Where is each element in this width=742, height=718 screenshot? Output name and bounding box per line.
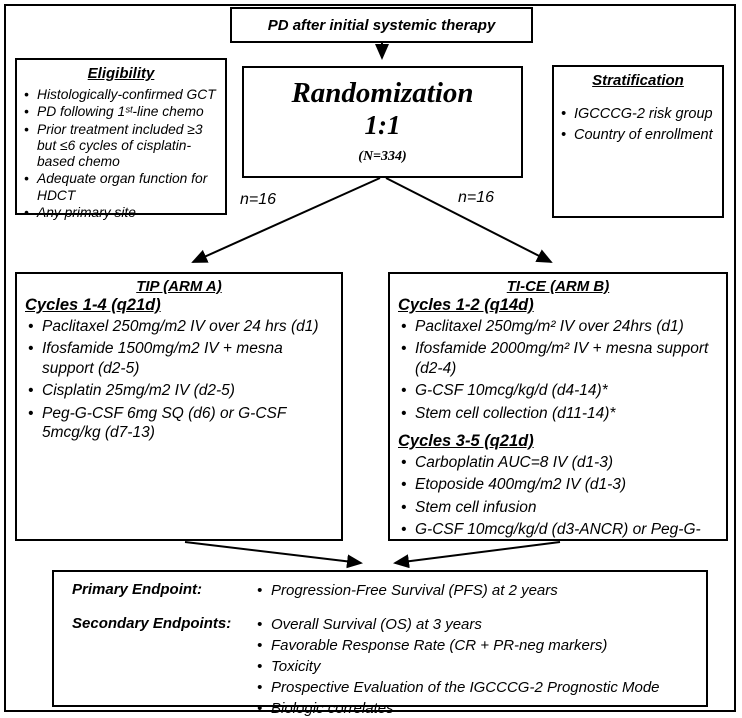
arm-b-item: Stem cell infusion bbox=[398, 498, 718, 518]
arm-a-item: Cisplatin 25mg/m2 IV (d2-5) bbox=[25, 381, 333, 401]
arm-a-title: TIP (ARM A) bbox=[136, 278, 222, 295]
arm-b-cycles1-heading: Cycles 1-2 (q14d) bbox=[398, 296, 534, 314]
arm-b-item: Ifosfamide 2000mg/m² IV + mesna support … bbox=[398, 339, 718, 378]
arm-b-cycles1-list: Paclitaxel 250mg/m² IV over 24hrs (d1) I… bbox=[398, 317, 718, 423]
secondary-endpoints-label: Secondary Endpoints: bbox=[72, 615, 232, 633]
arm-a-item: Ifosfamide 1500mg/m2 IV + mesna support … bbox=[25, 339, 333, 378]
eligibility-item: Any primary site bbox=[21, 205, 221, 222]
branch-label-left: n=16 bbox=[240, 191, 277, 208]
eligibility-list: Histologically-confirmed GCT PD followin… bbox=[21, 87, 221, 221]
arm-b-item: G-CSF 10mcg/kg/d (d4-14)* bbox=[398, 381, 718, 401]
stratification-list: IGCCCG-2 risk group Country of enrollmen… bbox=[558, 105, 718, 145]
stratification-item: IGCCCG-2 risk group bbox=[558, 105, 718, 124]
arm-a-box: TIP (ARM A) Cycles 1-4 (q21d) Paclitaxel… bbox=[15, 272, 343, 541]
stratification-item: Country of enrollment bbox=[558, 126, 718, 145]
eligibility-item: Prior treatment included ≥3 but ≤6 cycle… bbox=[21, 122, 221, 171]
eligibility-box: Eligibility Histologically-confirmed GCT… bbox=[15, 58, 227, 221]
arm-a-list: Paclitaxel 250mg/m2 IV over 24 hrs (d1) … bbox=[25, 317, 333, 442]
arm-a-item: Paclitaxel 250mg/m2 IV over 24 hrs (d1) bbox=[25, 317, 333, 337]
stratification-title: Stratification bbox=[592, 72, 684, 89]
eligibility-title: Eligibility bbox=[87, 65, 155, 82]
eligibility-item: Adequate organ function for HDCT bbox=[21, 171, 221, 204]
arm-b-title: TI-CE (ARM B) bbox=[506, 278, 610, 295]
randomization-ratio: 1:1 bbox=[364, 109, 401, 140]
randomization-box: Randomization 1:1 (N=334) bbox=[242, 66, 523, 178]
arm-b-item: Carboplatin AUC=8 IV (d1-3) bbox=[398, 453, 718, 473]
eligibility-item: PD following 1ˢᵗ-line chemo bbox=[21, 104, 221, 121]
secondary-endpoint-item: Toxicity bbox=[257, 657, 660, 676]
endpoints-box: Primary Endpoint: Progression-Free Survi… bbox=[52, 570, 708, 718]
pd-box: PD after initial systemic therapy bbox=[230, 7, 533, 43]
primary-endpoint-row: Primary Endpoint: Progression-Free Survi… bbox=[72, 581, 700, 602]
pd-box-label: PD after initial systemic therapy bbox=[267, 16, 496, 34]
arm-b-cycles2-list: Carboplatin AUC=8 IV (d1-3) Etoposide 40… bbox=[398, 453, 718, 539]
arm-b-cycles2-heading: Cycles 3-5 (q21d) bbox=[398, 431, 534, 450]
branch-label-right: n=16 bbox=[458, 189, 495, 206]
secondary-endpoint-item: Biologic correlates bbox=[257, 699, 660, 718]
eligibility-item: Histologically-confirmed GCT bbox=[21, 87, 221, 104]
arm-b-item: G-CSF 10mcg/kg/d (d3-ANCR) or Peg-G-CSF … bbox=[398, 520, 718, 539]
primary-endpoint-item: Progression-Free Survival (PFS) at 2 yea… bbox=[257, 581, 558, 600]
secondary-endpoint-item: Favorable Response Rate (CR + PR-neg mar… bbox=[257, 636, 660, 655]
secondary-endpoints-list: Overall Survival (OS) at 3 years Favorab… bbox=[257, 615, 660, 718]
primary-endpoint-label: Primary Endpoint: bbox=[72, 581, 203, 598]
secondary-endpoint-item: Prospective Evaluation of the IGCCCG-2 P… bbox=[257, 678, 660, 697]
arm-b-item: Etoposide 400mg/m2 IV (d1-3) bbox=[398, 475, 718, 495]
arm-a-item: Peg-G-CSF 6mg SQ (d6) or G-CSF 5mcg/kg (… bbox=[25, 404, 333, 443]
secondary-endpoint-item: Overall Survival (OS) at 3 years bbox=[257, 615, 660, 634]
arm-b-item: Paclitaxel 250mg/m² IV over 24hrs (d1) bbox=[398, 317, 718, 337]
secondary-endpoints-row: Secondary Endpoints: Overall Survival (O… bbox=[72, 615, 700, 718]
primary-endpoint-list: Progression-Free Survival (PFS) at 2 yea… bbox=[257, 581, 558, 602]
arm-b-item: Stem cell collection (d11-14)* bbox=[398, 404, 718, 424]
arm-a-cycles-heading: Cycles 1-4 (q21d) bbox=[25, 296, 161, 314]
randomization-n: (N=334) bbox=[358, 149, 407, 165]
stratification-box: Stratification IGCCCG-2 risk group Count… bbox=[552, 65, 724, 218]
arm-b-box: TI-CE (ARM B) Cycles 1-2 (q14d) Paclitax… bbox=[388, 272, 728, 541]
randomization-title: Randomization bbox=[291, 77, 474, 109]
